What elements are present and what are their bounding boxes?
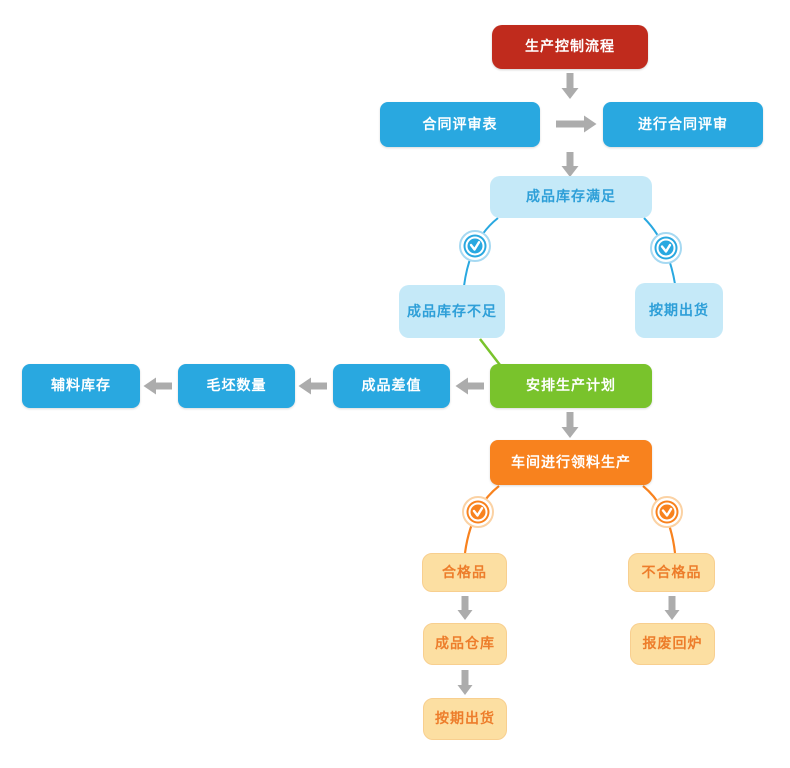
node-scrap-remelt: 报废回炉 (630, 623, 715, 665)
down-arrow-icon (561, 73, 579, 99)
left-arrow-icon (455, 377, 484, 395)
node-ship-on-time-top: 按期出货 (635, 283, 723, 338)
clock-icon (650, 495, 684, 529)
down-arrow-icon (561, 412, 579, 438)
down-arrow-icon (664, 596, 680, 620)
down-arrow-icon (457, 670, 473, 695)
node-contract-review-form: 合同评审表 (380, 102, 540, 147)
node-qualified-product: 合格品 (422, 553, 507, 592)
node-product-difference: 成品差值 (333, 364, 450, 408)
node-stock-insufficient: 成品库存不足 (399, 285, 505, 338)
down-arrow-icon (457, 596, 473, 620)
node-ship-on-time-bottom: 按期出货 (423, 698, 507, 740)
node-unqualified-product: 不合格品 (628, 553, 715, 592)
node-arrange-production-plan: 安排生产计划 (490, 364, 652, 408)
node-conduct-contract-review: 进行合同评审 (603, 102, 763, 147)
clock-icon (458, 229, 492, 263)
node-finished-goods-warehouse: 成品仓库 (423, 623, 507, 665)
right-arrow-icon (556, 115, 597, 133)
node-blank-quantity: 毛坯数量 (178, 364, 295, 408)
down-arrow-icon (561, 152, 579, 177)
connector-line (479, 338, 501, 366)
left-arrow-icon (298, 377, 327, 395)
left-arrow-icon (143, 377, 172, 395)
node-auxiliary-material-stock: 辅料库存 (22, 364, 140, 408)
node-stock-sufficient: 成品库存满足 (490, 176, 652, 218)
clock-icon (461, 495, 495, 529)
node-production-control-process: 生产控制流程 (492, 25, 648, 69)
clock-icon (649, 231, 683, 265)
node-workshop-material-production: 车间进行领料生产 (490, 440, 652, 485)
